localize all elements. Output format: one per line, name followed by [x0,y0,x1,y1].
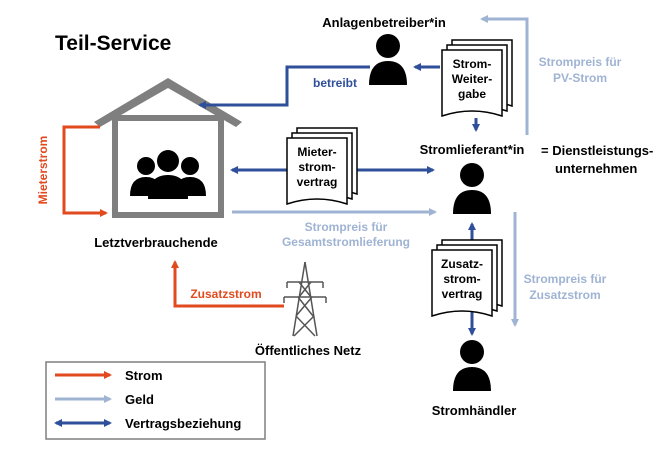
supplementary-doc-line-3: vertrag [442,287,483,301]
supplementary-price-label-line-2: Zusatzstrom [529,288,600,302]
tenant-doc-line-3: vertrag [297,175,338,189]
supplementary-doc-line-1: Zusatz- [441,257,483,271]
pv-price-label-line-2: PV-Strom [553,71,607,85]
tenant-doc-line-2: strom- [298,160,335,174]
grid-label: Öffentliches Netz [255,343,362,358]
operates-label: betreibt [313,76,357,90]
resale-doc-line-1: Strom- [453,57,492,71]
tenant-power-label: Mieterstrom [36,136,50,205]
legend: Strom Geld Vertragsbeziehung [45,361,266,440]
operator-person-icon [369,34,407,85]
total-price-label-line-1: Strompreis für [305,220,388,234]
tenant-power-arrow [62,125,108,217]
supplementary-doc-line-2: strom- [443,272,480,286]
operator-label: Anlagenbetreiber*in [322,15,446,30]
page-title: Teil-Service [55,32,171,55]
tenant-contract-document [286,127,358,206]
supplementary-power-arrow [171,260,284,308]
consumers-label: Letztverbrauchende [94,235,218,250]
operates-arrow [198,63,440,109]
supplier-person-icon [453,163,491,214]
total-price-label-line-2: Gesamtstromlieferung [282,235,410,249]
resale-document [441,39,513,118]
legend-power-label: Strom [125,368,163,383]
power-pylon-icon [283,261,327,337]
supplementary-contract-document [431,239,503,318]
legend-money-label: Geld [125,392,154,407]
supplementary-power-label: Zusatzstrom [190,287,261,301]
supplementary-price-label-line-1: Strompreis für [524,272,607,286]
supplier-note-line-1: = Dienstleistungs- [541,143,653,158]
pv-price-label-line-1: Strompreis für [539,55,622,69]
supplier-note-line-2: unternehmen [555,161,637,176]
resale-doc-line-2: Weiter- [452,72,492,86]
pv-price-arrow [480,15,529,135]
resale-doc-line-3: gabe [458,87,486,101]
house-icon [94,78,242,218]
trader-label: Stromhändler [432,403,517,418]
supplier-label: Stromlieferant*in [420,142,525,157]
legend-contract-label: Vertragsbeziehung [125,416,241,431]
trader-person-icon [453,340,491,391]
tenant-doc-line-1: Mieter- [297,145,336,159]
